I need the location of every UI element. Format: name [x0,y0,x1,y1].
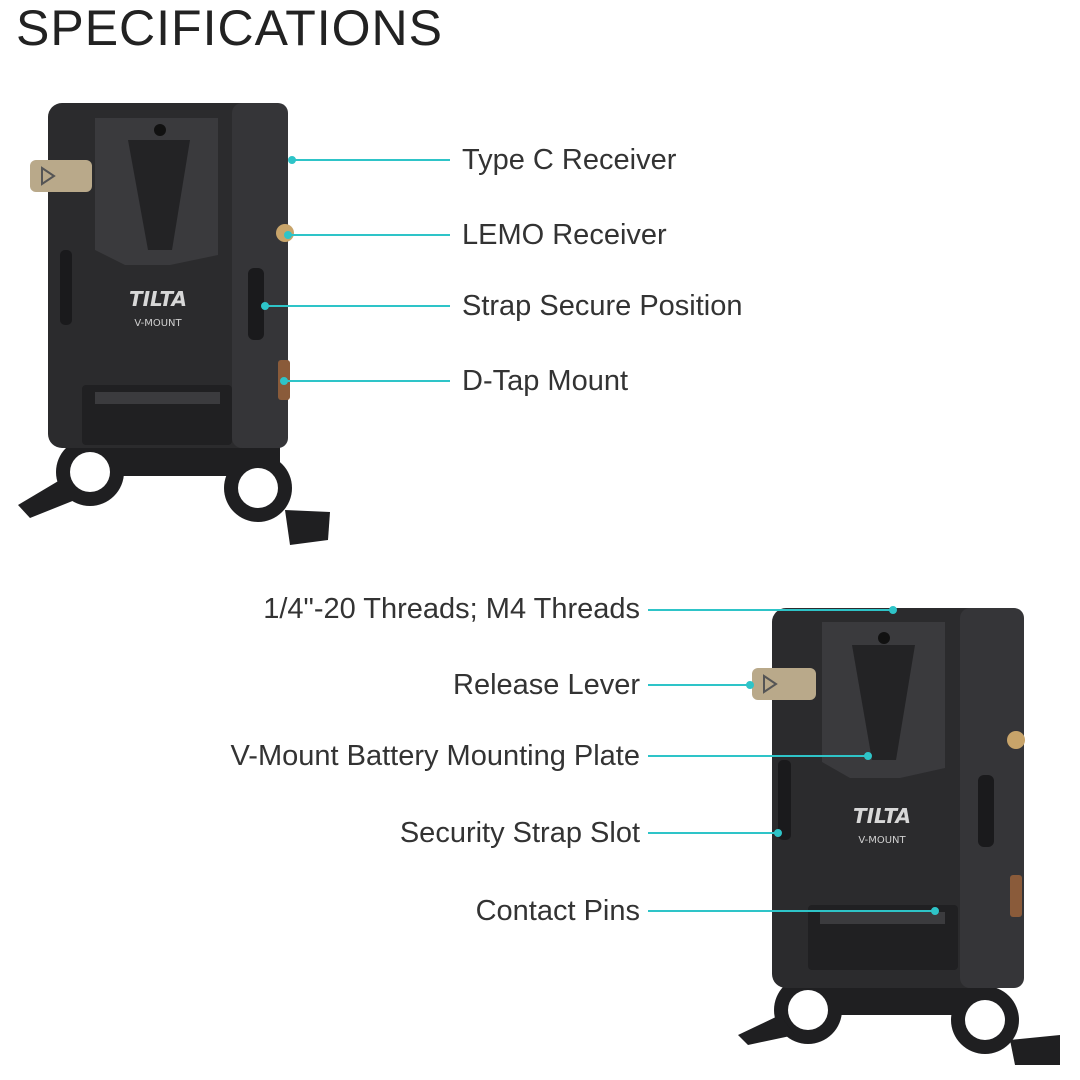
callout-security-strap-slot: Security Strap Slot [399,817,640,849]
bottom-brand-logo: TILTA [853,804,911,828]
bottom-model-text: V-MOUNT [858,835,906,846]
callout-strap-secure-position: Strap Secure Position [462,290,743,322]
top-brand-logo: TILTA [129,287,187,311]
callout-v-mount-plate: V-Mount Battery Mounting Plate [230,740,640,772]
top-leader-lines [261,156,450,385]
bottom-device-image: TILTA V-MOUNT [738,608,1060,1065]
callout-contact-pins: Contact Pins [475,895,640,927]
top-model-text: V-MOUNT [134,318,182,329]
callout-release-lever: Release Lever [453,669,640,701]
callout-threads: 1/4"-20 Threads; M4 Threads [263,593,640,625]
bottom-leader-lines [648,606,939,915]
page-title: SPECIFICATIONS [16,0,444,56]
callout-d-tap-mount: D-Tap Mount [462,365,629,397]
top-device-image: TILTA V-MOUNT [18,103,330,545]
callout-lemo-receiver: LEMO Receiver [462,219,667,251]
callout-type-c-receiver: Type C Receiver [462,144,677,176]
